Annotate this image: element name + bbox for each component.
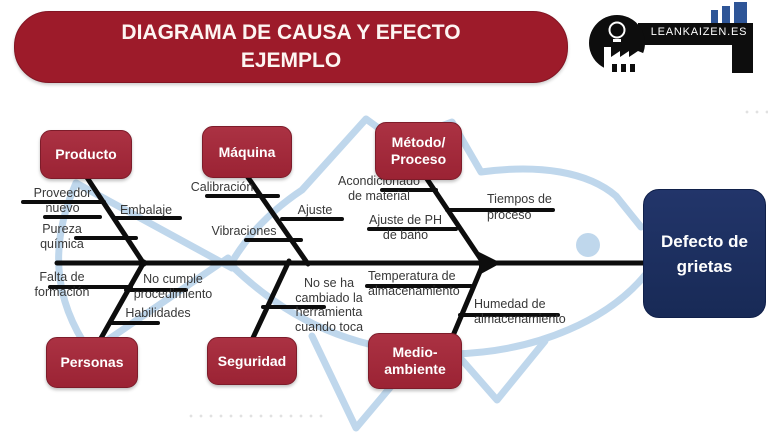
title-line-2: EJEMPLO <box>240 49 342 72</box>
cause-label-falta-formacion: Falta de formación <box>34 270 90 299</box>
cause-label-humedad: Humedad de almacenamiento <box>474 297 566 326</box>
bone-maquina <box>244 173 311 267</box>
fish-tail-lower <box>86 254 232 356</box>
factory-window-1 <box>612 64 617 72</box>
cause-label-proveedor-nuevo: Proveedor nuevo <box>33 186 92 215</box>
cause-label-ajuste-ph: Ajuste de PH de baño <box>369 213 442 242</box>
chimney-icon-small <box>711 10 718 23</box>
logo-bar <box>638 23 753 45</box>
title-line-1: DIAGRAMA DE CAUSA Y EFECTO <box>121 21 461 44</box>
category-box-producto: Producto <box>40 130 132 179</box>
cause-label-acondicionado: Acondicionado de material <box>337 174 420 203</box>
texture-dots-bottom <box>186 413 326 419</box>
category-box-medio-ambiente: Medio- ambiente <box>368 333 462 389</box>
logo-bar-right-block <box>732 23 753 73</box>
bone-personas <box>97 259 147 343</box>
chimney-icon-large <box>734 2 747 23</box>
effect-box: Defecto de grietas <box>643 189 766 318</box>
category-box-metodo-proceso: Método/ Proceso <box>375 122 462 180</box>
cause-label-vibraciones: Vibraciones <box>211 224 277 238</box>
category-box-personas: Personas <box>46 337 138 388</box>
bones <box>21 173 649 345</box>
lightbulb-icon <box>608 21 626 39</box>
cause-label-embalaje: Embalaje <box>119 203 173 217</box>
chimney-icon-medium <box>722 6 730 23</box>
cause-label-no-cumple: No cumple procedimiento <box>133 272 213 301</box>
bone-seguridad <box>248 258 292 345</box>
cause-label-no-se-ha: No se ha cambiado la herramienta cuando … <box>294 276 364 334</box>
factory-window-2 <box>621 64 626 72</box>
brand-logo: LEANKAIZEN.ES <box>585 2 768 80</box>
texture-dots-right <box>742 109 768 115</box>
category-box-maquina: Máquina <box>202 126 292 178</box>
bone-medio <box>449 259 487 341</box>
cause-label-tiempos: Tiempos de proceso <box>487 192 552 222</box>
cause-label-ajuste: Ajuste <box>297 203 333 217</box>
category-box-seguridad: Seguridad <box>207 337 297 385</box>
cause-label-habilidades: Habilidades <box>125 306 191 320</box>
cause-label-pureza-quimica: Pureza química <box>40 222 84 251</box>
fish-anal-fin <box>451 337 549 404</box>
lightbulb-base <box>613 39 621 42</box>
spine-arrowhead <box>479 252 501 275</box>
title-banner: DIAGRAMA DE CAUSA Y EFECTO EJEMPLO <box>14 11 568 83</box>
factory-window-3 <box>630 64 635 72</box>
cause-label-temperatura: Temperatura de almacenamiento <box>368 269 460 298</box>
brand-logo-graphic <box>589 2 753 77</box>
fish-body-top <box>228 115 645 266</box>
fish-eye <box>576 233 600 257</box>
brand-name: LEANKAIZEN.ES <box>650 26 748 38</box>
cause-label-calibracion: Calibración <box>190 180 254 194</box>
